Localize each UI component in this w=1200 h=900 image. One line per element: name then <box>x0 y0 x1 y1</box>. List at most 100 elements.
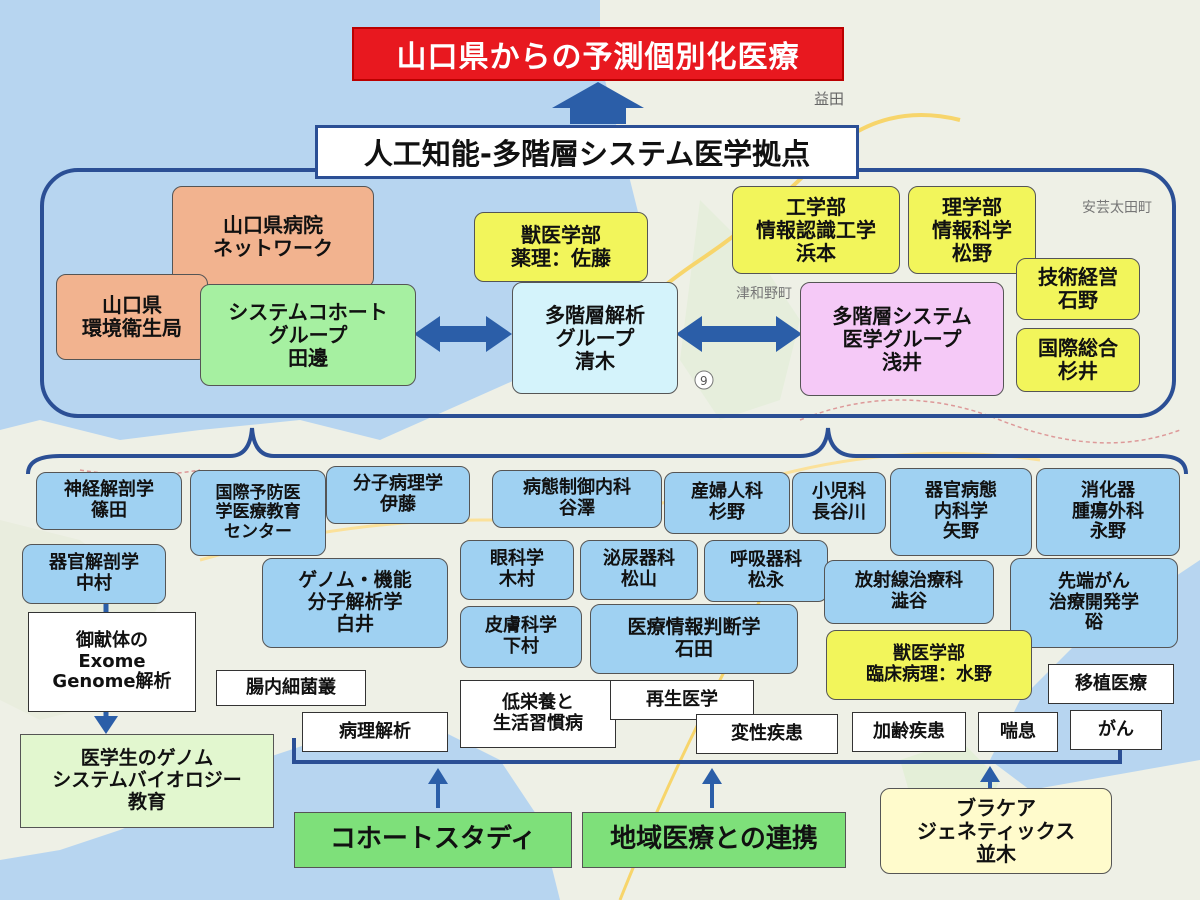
box-line: グループ <box>555 325 635 350</box>
box-line: 臨床病理：水野 <box>866 664 992 685</box>
box-line: 学医療教育 <box>215 502 301 523</box>
box-line: 浅井 <box>882 349 922 374</box>
box-line: 田邊 <box>288 345 328 370</box>
box-line: 加齢疾患 <box>873 720 945 742</box>
box-organ-pathology: 器官病態 内科学 矢野 <box>890 468 1032 556</box>
box-line: 小児科 <box>812 481 866 503</box>
box-line: 教育 <box>127 790 166 813</box>
box-line: 産婦人科 <box>691 481 763 503</box>
box-advanced-cancer: 先端がん 治療開発学 硲 <box>1010 558 1178 648</box>
box-line: 環境衛生局 <box>82 316 182 340</box>
box-line: 松野 <box>952 240 992 265</box>
box-line: 石野 <box>1058 288 1098 312</box>
box-line: 呼吸器科 <box>730 549 802 571</box>
box-line: グループ <box>268 322 348 347</box>
box-line: 地域医療との連携 <box>610 824 818 855</box>
box-gi-surgery: 消化器 腫瘍外科 永野 <box>1036 468 1180 556</box>
box-system-medicine: 多階層システム 医学グループ 浅井 <box>800 282 1004 396</box>
box-line: 内科学 <box>934 500 988 522</box>
box-pathology-analysis: 病理解析 <box>302 712 448 752</box>
box-line: 眼科学 <box>490 548 544 570</box>
box-pediatrics: 小児科 長谷川 <box>792 472 886 534</box>
box-vet-pharm: 獣医学部 薬理：佐藤 <box>474 212 648 282</box>
box-line: 腸内細菌叢 <box>246 676 336 698</box>
page-title: 山口県からの予測個別化医療 <box>352 27 844 81</box>
box-line: 工学部 <box>786 194 846 219</box>
box-line: 矢野 <box>943 521 979 543</box>
box-line: 山口県 <box>102 293 162 317</box>
box-line: 器官解剖学 <box>49 552 139 574</box>
box-multilayer-analysis: 多階層解析 グループ 清木 <box>512 282 678 394</box>
box-line: システムバイオロジー <box>52 769 242 792</box>
box-line: 並木 <box>976 841 1016 866</box>
box-line: センター <box>224 521 292 542</box>
box-line: 木村 <box>499 569 535 590</box>
box-obgyn: 産婦人科 杉野 <box>664 472 790 534</box>
box-line: 山口県病院 <box>223 213 323 237</box>
box-vet-clinical: 獣医学部 臨床病理：水野 <box>826 630 1032 700</box>
box-gut: 腸内細菌叢 <box>216 670 366 706</box>
box-bracare: ブラケア ジェネティックス 並木 <box>880 788 1112 874</box>
map-label-route9: 9 <box>700 374 708 388</box>
box-genome: ゲノム・機能 分子解析学 白井 <box>262 558 448 648</box>
box-hospital-network: 山口県病院 ネットワーク <box>172 186 374 288</box>
box-line: 長谷川 <box>812 502 866 523</box>
box-line: 医療情報判断学 <box>627 616 761 639</box>
box-line: 永野 <box>1090 521 1126 543</box>
box-line: 谷澤 <box>559 498 595 519</box>
box-line: 多階層解析 <box>545 302 645 327</box>
box-line: ネットワーク <box>213 236 333 260</box>
box-respiratory: 呼吸器科 松永 <box>704 540 828 602</box>
box-line: コホートスタディ <box>329 824 537 855</box>
box-degenerative: 変性疾患 <box>696 714 838 754</box>
box-line: 杉野 <box>709 502 745 523</box>
box-donor: 御献体の Exome Genome解析 <box>28 612 196 712</box>
box-transplant: 移植医療 <box>1048 664 1174 704</box>
map-label-masuda: 益田 <box>814 90 844 108</box>
box-line: 神経解剖学 <box>64 479 154 501</box>
box-line: 石田 <box>674 638 713 660</box>
box-line: 松山 <box>621 569 657 590</box>
box-line: 技術経営 <box>1038 265 1118 289</box>
box-line: 生活習慣病 <box>493 713 583 734</box>
box-education: 医学生のゲノム システムバイオロジー 教育 <box>20 734 274 828</box>
box-line: 伊藤 <box>380 494 416 515</box>
box-line: 喘息 <box>1000 720 1036 742</box>
box-intl: 国際総合 杉井 <box>1016 328 1140 392</box>
box-dermatology: 皮膚科学 下村 <box>460 606 582 668</box>
box-line: 理学部 <box>942 194 1002 219</box>
box-line: 情報科学 <box>932 217 1012 242</box>
box-line: 放射線治療科 <box>855 570 963 592</box>
box-engineering: 工学部 情報認識工学 浜本 <box>732 186 900 274</box>
box-line: 国際総合 <box>1038 336 1118 360</box>
box-line: 澁谷 <box>891 591 927 612</box>
box-line: 国際予防医 <box>215 482 301 503</box>
box-line: 医学グループ <box>842 326 962 351</box>
map-label-akiota: 安芸太田町 <box>1082 200 1152 216</box>
box-cohort-group: システムコホート グループ 田邊 <box>200 284 416 386</box>
box-line: ジェネティックス <box>916 818 1076 843</box>
box-line: 医学生のゲノム <box>80 747 214 770</box>
box-med-info: 医療情報判断学 石田 <box>590 604 798 674</box>
box-line: 中村 <box>76 573 112 594</box>
box-regional: 地域医療との連携 <box>582 812 846 868</box>
box-line: Exome <box>78 650 146 672</box>
box-asthma: 喘息 <box>978 712 1058 752</box>
box-line: 獣医学部 <box>893 643 965 665</box>
box-pathophys-internal: 病態制御内科 谷澤 <box>492 470 662 528</box>
box-line: 皮膚科学 <box>485 615 557 637</box>
box-organ-anatomy: 器官解剖学 中村 <box>22 544 166 604</box>
box-line: 松永 <box>748 570 784 591</box>
box-cohort-study: コホートスタディ <box>294 812 572 868</box>
box-line: 分子病理学 <box>353 473 443 495</box>
box-line: がん <box>1098 718 1134 740</box>
box-neuro-anatomy: 神経解剖学 篠田 <box>36 472 182 530</box>
box-cancer: がん <box>1070 710 1162 750</box>
box-regenerative: 再生医学 <box>610 680 754 720</box>
box-line: ゲノム・機能 <box>298 569 412 592</box>
box-line: 治療開発学 <box>1049 591 1139 613</box>
box-line: 篠田 <box>91 500 127 521</box>
map-label-tsuwano: 津和野町 <box>736 286 792 302</box>
box-mol-pathology: 分子病理学 伊藤 <box>326 466 470 524</box>
box-line: 薬理：佐藤 <box>511 246 611 270</box>
